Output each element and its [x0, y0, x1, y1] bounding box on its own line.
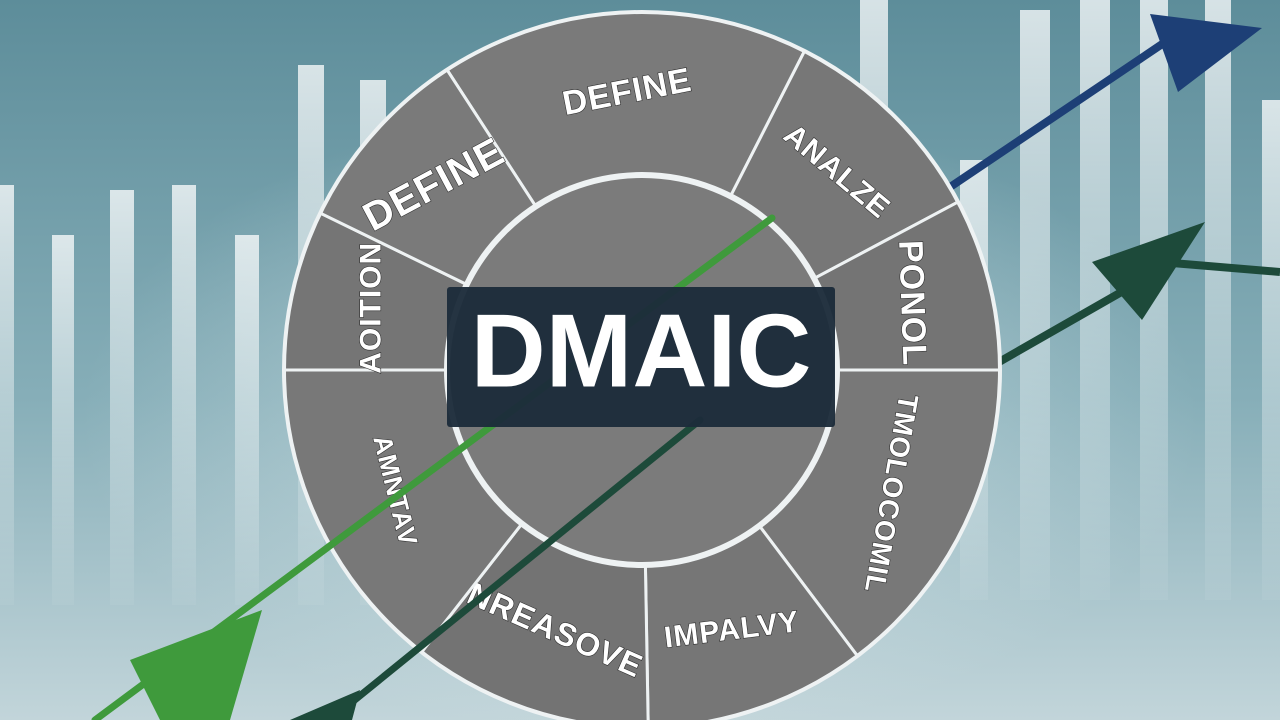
center-label-box [447, 287, 835, 427]
bg-bar [110, 190, 134, 605]
trend-arrow-dark-green-lower-shaft [326, 416, 704, 720]
cycle-segment: NREASOVE [419, 521, 650, 720]
bg-bar [172, 185, 196, 605]
dmaic-center: DMAIC [447, 287, 835, 427]
cycle-segment: TMOLOCOMIL [757, 368, 1002, 659]
bg-bar [1020, 10, 1050, 600]
center-label: DMAIC [471, 293, 812, 409]
trend-arrows-front [91, 214, 776, 720]
ring-outer-border [282, 10, 1002, 720]
trend-arrow-green-head [130, 610, 262, 720]
bg-bar [0, 185, 14, 605]
bg-bar [1205, 0, 1231, 600]
cycle-segment: DEFINE [444, 10, 807, 209]
trend-arrow-blue-head [1150, 14, 1262, 92]
trend-arrow-dark-green-lower-head [290, 690, 360, 720]
cycle-segment: DEFINE [318, 67, 538, 287]
trend-arrow-dark-green-head [1092, 222, 1205, 320]
bg-bar [52, 235, 74, 605]
bg-bar [1262, 100, 1280, 600]
bg-bar [235, 235, 259, 605]
cycle-segment-label: AOITION [355, 242, 388, 374]
trend-arrow-dark-green-tail [1159, 258, 1280, 276]
cycle-segment-label: PONOL [891, 239, 933, 366]
